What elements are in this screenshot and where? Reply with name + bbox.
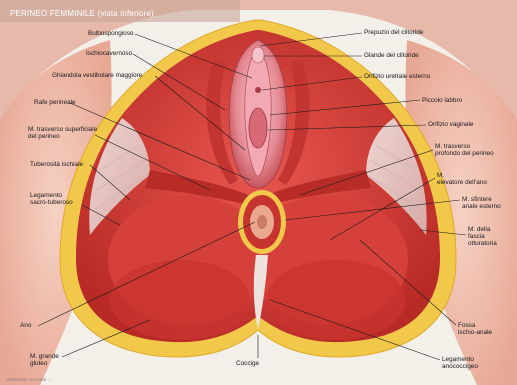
gluteus-right <box>266 260 406 340</box>
label-legamento-sacro-tuberoso: Legamento sacro-tuberoso <box>30 192 73 206</box>
urethral-orifice <box>255 87 261 93</box>
label-gluteo: M. grande gluteo <box>30 353 59 367</box>
label-sfintere-anale: M. sfintere anale esterno <box>462 196 501 210</box>
clitoris <box>252 47 264 63</box>
label-bulbospongioso: Bulbospongioso <box>88 30 133 37</box>
label-fascia-otturatoria: M. della fascia otturatoria <box>468 226 497 247</box>
label-elevatore-ano: M. elevatore dell'ano <box>437 172 487 186</box>
label-piccolo-labbro: Piccolo labbro <box>422 97 462 104</box>
label-ghiandola-vestibolare: Ghiandola vestibolare maggiore <box>52 72 142 79</box>
label-glande: Glande del clitoride <box>364 52 419 59</box>
vaginal-orifice <box>249 108 267 148</box>
label-orifizio-vaginale: Orifizio vaginale <box>428 121 473 128</box>
label-legamento-anococcigeo: Legamento anococcigeo <box>442 356 478 370</box>
label-rafe-perineale: Rafe perineale <box>34 99 76 106</box>
label-prepuzio: Prepuzio del clitoride <box>364 29 423 36</box>
label-ano: Ano <box>20 322 31 329</box>
label-trasverso-profondo: M. trasverso profondo del perineo <box>435 143 494 157</box>
label-coccige: Coccige <box>236 360 259 367</box>
anal-opening <box>257 215 267 229</box>
diagram-title: PERINEO FEMMINILE (vista inferiore) <box>10 9 154 18</box>
label-fossa-ischioanale: Fossa ischio-anale <box>458 322 492 336</box>
image-credit: SPRINGER / AUTORE ... <box>6 377 51 382</box>
label-trasverso-superficiale: M. trasverso superficiale del perineo <box>28 126 97 140</box>
label-tuberosita-ischiale: Tuberosità ischiale <box>30 161 83 168</box>
label-ischiocavernoso: Ischiocavernoso <box>86 50 132 57</box>
label-orifizio-uretrale: Orifizio uretrale esterno <box>364 73 430 80</box>
